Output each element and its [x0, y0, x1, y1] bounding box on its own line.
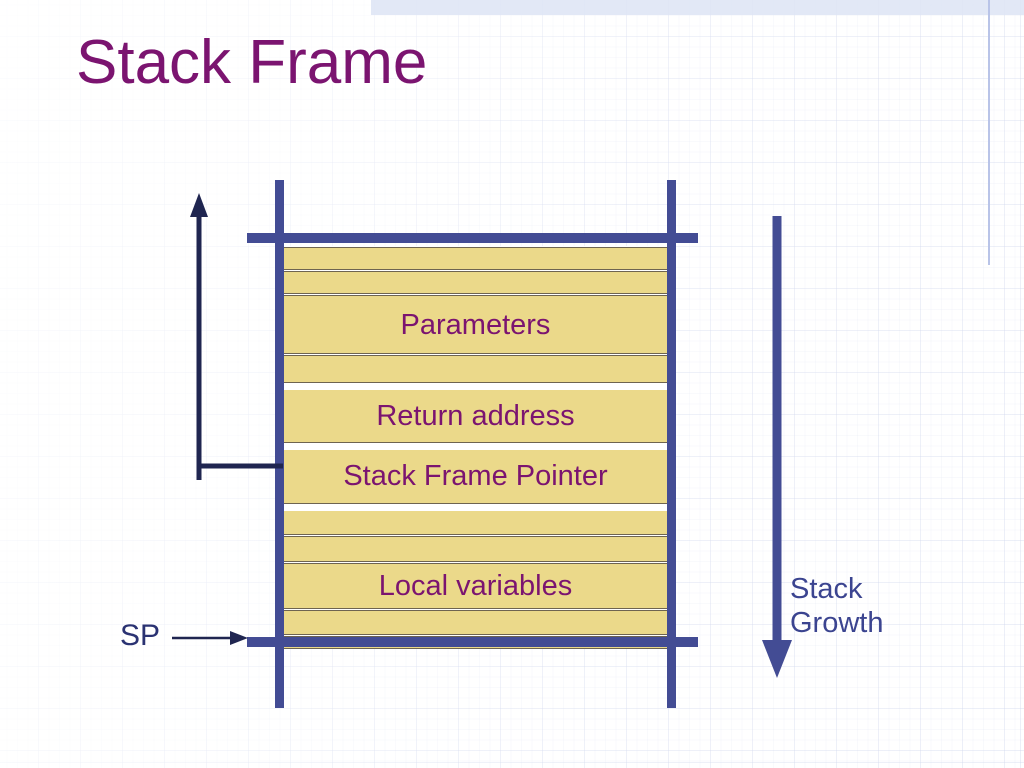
stack-band-label-local-vars: Local variables: [378, 570, 573, 602]
stack-band-param-slot-1: [283, 247, 668, 270]
frame-rail-left: [275, 180, 284, 708]
top-decoration-band: [371, 0, 1024, 15]
frame-top-boundary: [247, 233, 698, 243]
stack-band-return-address: Return address: [283, 390, 668, 443]
stack-band-label-return-address: Return address: [376, 399, 575, 432]
stack-band-label-sfp: Stack Frame Pointer: [343, 460, 608, 492]
stack-band-parameters: Parameters: [283, 295, 668, 354]
frame-bottom-boundary: [247, 637, 698, 647]
right-margin-rule: [988, 0, 990, 265]
stack-growth-label: Stack Growth: [790, 572, 883, 640]
stack-growth-label-line2: Growth: [790, 607, 884, 640]
stack-band-local-slot-2: [283, 536, 668, 562]
stack-band-local-slot-1: [283, 511, 668, 535]
page-title: Stack Frame: [76, 28, 428, 97]
arrow-down-icon: [762, 216, 792, 678]
sp-label: SP: [120, 619, 161, 652]
stack-band-sfp: Stack Frame Pointer: [283, 450, 668, 504]
stack-band-param-slot-3: [283, 355, 668, 383]
stack-band-local-vars: Local variables: [283, 563, 668, 609]
stack-growth-label-line1: Stack: [790, 573, 863, 605]
stack-band-label-parameters: Parameters: [400, 308, 551, 341]
arrow-right-icon: [172, 631, 248, 645]
frame-rail-right: [667, 180, 676, 708]
elbow-arrow-up-icon: [190, 193, 283, 480]
stack-band-local-slot-3: [283, 610, 668, 635]
stack-band-param-slot-2: [283, 271, 668, 294]
